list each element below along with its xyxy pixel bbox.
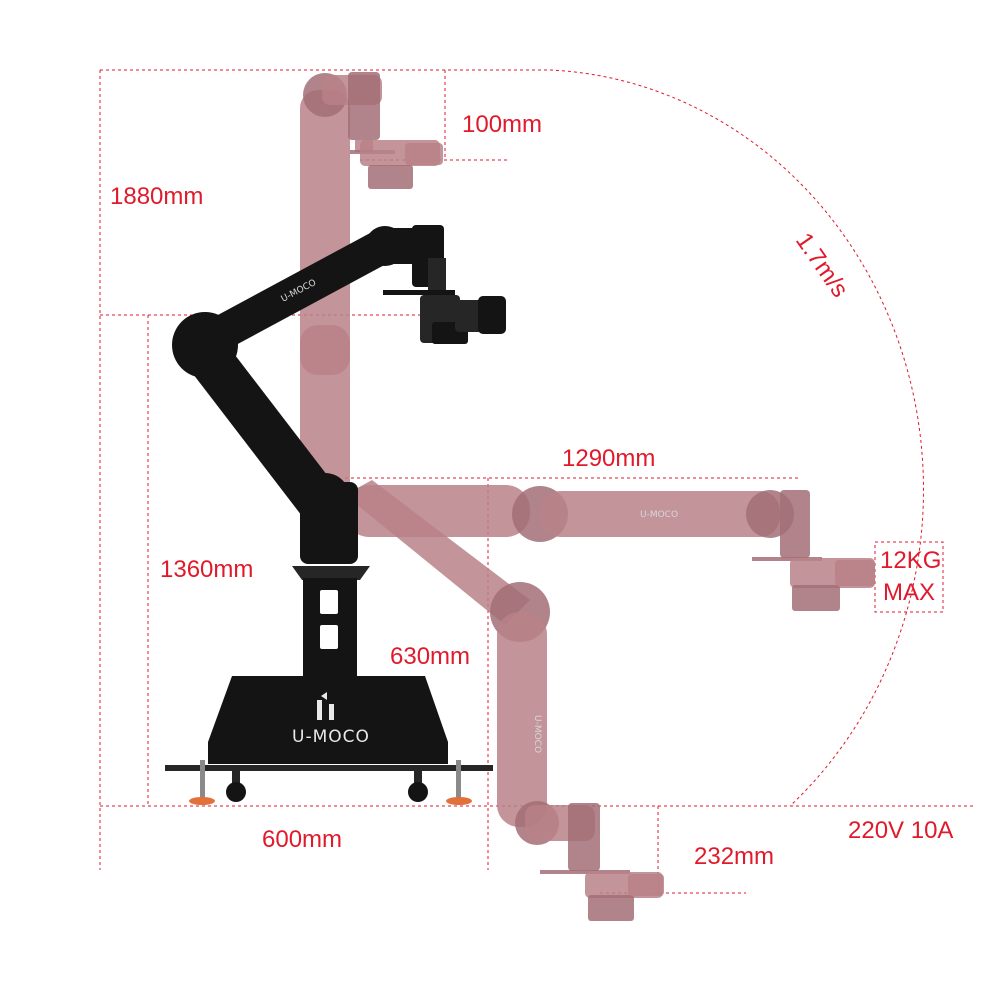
label-speed: 1.7m/s bbox=[790, 228, 853, 302]
label-bottom-offset: 232mm bbox=[694, 843, 774, 870]
label-total-height: 1880mm bbox=[110, 183, 203, 210]
label-payload-line1: 12KG bbox=[880, 547, 941, 574]
base-logo-text: U-MOCO bbox=[292, 727, 370, 747]
label-power: 220V 10A bbox=[848, 817, 953, 844]
label-payload-line2: MAX bbox=[883, 579, 935, 606]
active-robot-arm: U-MOCO bbox=[172, 225, 506, 678]
ghost-arm-vertical bbox=[300, 72, 443, 510]
dimension-lines bbox=[99, 69, 975, 894]
label-base-width: 600mm bbox=[262, 826, 342, 853]
ghost-arm-logo-vertical: U-MOCO bbox=[532, 715, 542, 753]
ghost-arm-logo: U-MOCO bbox=[640, 510, 678, 520]
base-logo-icon bbox=[317, 692, 334, 720]
label-lower-height: 630mm bbox=[390, 643, 470, 670]
label-column-height: 1360mm bbox=[160, 556, 253, 583]
label-top-offset: 100mm bbox=[462, 111, 542, 138]
ghost-arm-downward: U-MOCO bbox=[345, 480, 664, 921]
label-reach: 1290mm bbox=[562, 445, 655, 472]
mobile-base: U-MOCO bbox=[165, 676, 493, 805]
